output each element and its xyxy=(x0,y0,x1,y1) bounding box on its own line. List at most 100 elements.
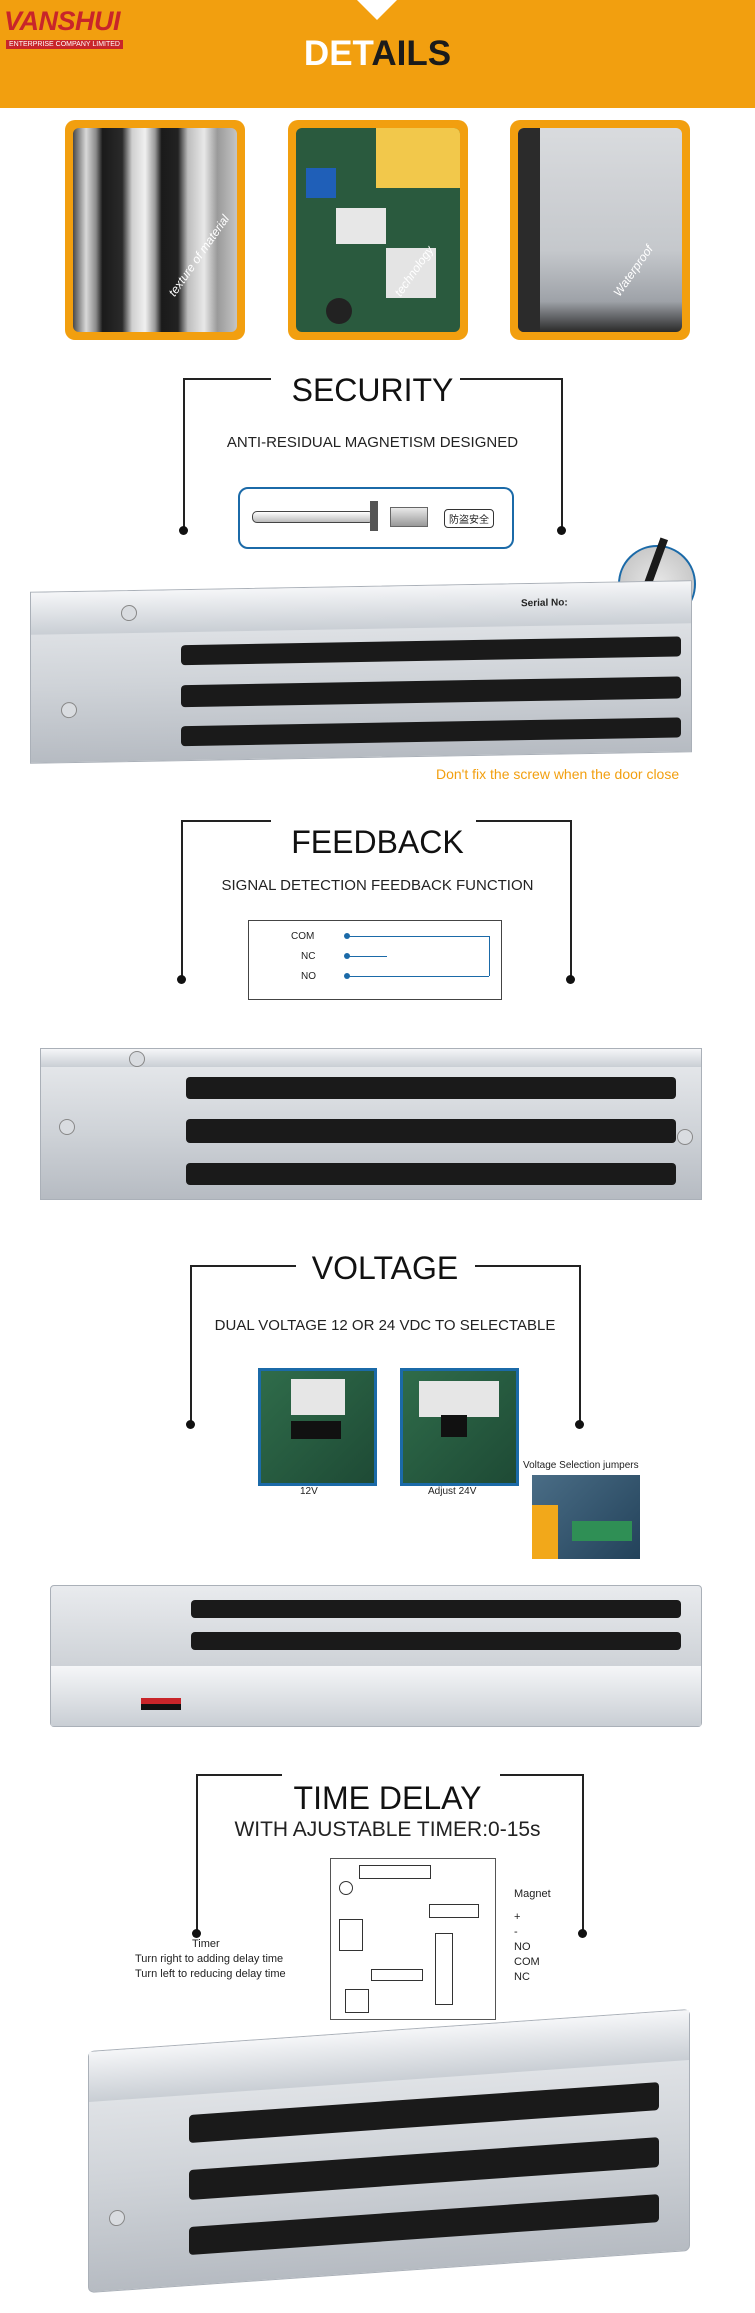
thumbnail-texture-image xyxy=(73,128,237,332)
voltage-magnet-bar-2 xyxy=(191,1632,681,1650)
thumbnail-technology-image xyxy=(296,128,460,332)
voltage-jumper-green-block xyxy=(572,1521,632,1541)
feedback-wiring-diagram: COM NC NO xyxy=(248,920,502,1000)
security-magnet-bar-3 xyxy=(181,717,681,747)
terminal-component xyxy=(386,248,436,298)
security-note: Don't fix the screw when the door close xyxy=(436,766,680,782)
timedelay-timer-left: Turn left to reducing delay time xyxy=(135,1968,286,1980)
brand-logo: VANSHUI ENTERPRISE COMPANY LIMITED xyxy=(4,6,144,54)
feedback-magnet-screw-top xyxy=(129,1051,145,1067)
voltage-jumper-board xyxy=(532,1475,640,1559)
timedelay-frame-right xyxy=(582,1774,584,1934)
voltage-label-24v: Adjust 24V xyxy=(428,1486,477,1497)
voltage-frame-top-right xyxy=(475,1265,581,1267)
header-notch xyxy=(357,0,397,20)
voltage-frame-top-left xyxy=(190,1265,296,1267)
timedelay-output-terminal xyxy=(435,1933,453,2005)
timedelay-relay xyxy=(339,1919,363,1951)
feedback-magnet-top-face xyxy=(41,1049,701,1067)
feedback-wire-no xyxy=(347,976,489,977)
timedelay-timer-label: Timer xyxy=(192,1938,220,1950)
security-title: SECURITY xyxy=(291,372,454,408)
thumbnail-technology: technology xyxy=(288,120,468,340)
voltage-12v-jumper xyxy=(291,1421,341,1439)
feedback-magnet-bar-2 xyxy=(186,1119,676,1143)
timedelay-title: TIME DELAY xyxy=(293,1780,482,1816)
thumbnail-waterproof: Waterproof xyxy=(510,120,690,340)
feedback-magnet-screw-right xyxy=(677,1129,693,1145)
timedelay-magnet-bar-3 xyxy=(189,2194,659,2255)
waterproof-edge xyxy=(518,128,540,332)
feedback-magnet-bar-3 xyxy=(186,1163,676,1185)
feedback-node-nc xyxy=(344,953,350,959)
security-bolt-shaft xyxy=(252,511,374,523)
feedback-node-com xyxy=(344,933,350,939)
voltage-frame-left xyxy=(190,1265,192,1425)
timedelay-terminal-no: NO xyxy=(514,1941,531,1953)
voltage-frame-right xyxy=(579,1265,581,1425)
details-title-part1: DET xyxy=(303,34,372,73)
timedelay-magnet-label: Magnet xyxy=(514,1888,551,1900)
timedelay-terminal-nc: NC xyxy=(514,1971,530,1983)
capacitor-component xyxy=(306,168,336,198)
details-title: DETAILS xyxy=(0,34,755,74)
timedelay-frame-left xyxy=(196,1774,198,1934)
feedback-subtitle: SIGNAL DETECTION FEEDBACK FUNCTION xyxy=(221,877,534,894)
voltage-frame-dot-right xyxy=(575,1420,584,1429)
feedback-title: FEEDBACK xyxy=(291,824,464,860)
security-frame-top-right xyxy=(460,378,563,380)
feedback-frame-dot-left xyxy=(177,975,186,984)
security-frame-dot-left xyxy=(179,526,188,535)
timedelay-magnet-lock xyxy=(88,2008,690,2294)
details-title-part2: AILS xyxy=(371,34,452,73)
feedback-frame-top-right xyxy=(476,820,572,822)
relay-component xyxy=(376,128,460,188)
security-frame-top-left xyxy=(183,378,271,380)
security-frame-right xyxy=(561,378,563,530)
timedelay-timer-right: Turn right to adding delay time xyxy=(135,1953,284,1965)
security-bolt-sleeve xyxy=(390,507,428,527)
voltage-subtitle: DUAL VOLTAGE 12 OR 24 VDC TO SELECTABLE xyxy=(214,1317,556,1334)
feedback-terminal-nc: NC xyxy=(301,951,316,962)
security-subtitle: ANTI-RESIDUAL MAGNETISM DESIGNED xyxy=(226,434,519,451)
voltage-24v-connector xyxy=(419,1381,499,1417)
thumbnail-texture: texture of material xyxy=(65,120,245,340)
voltage-title: VOLTAGE xyxy=(311,1250,459,1286)
timedelay-frame-dot-left xyxy=(192,1929,201,1938)
feedback-frame-right xyxy=(570,820,572,980)
voltage-magnet-wire-red xyxy=(141,1698,181,1704)
logo-name: VANSHUI xyxy=(4,6,121,36)
security-bolt-callout: 防盗安全 xyxy=(238,487,514,549)
feedback-magnet-screw-left xyxy=(59,1119,75,1135)
timedelay-terminal-minus: - xyxy=(514,1926,518,1938)
timedelay-frame-dot-right xyxy=(578,1929,587,1938)
timedelay-magnet-terminal xyxy=(429,1904,479,1918)
timedelay-subtitle: WITH AJUSTABLE TIMER:0-15s xyxy=(234,1818,541,1841)
logo-subtitle: ENTERPRISE COMPANY LIMITED xyxy=(6,40,123,49)
voltage-jumper-label: Voltage Selection jumpers xyxy=(523,1460,639,1471)
capacitor-round-component xyxy=(326,298,352,324)
feedback-frame-dot-right xyxy=(566,975,575,984)
timedelay-frame-top-left xyxy=(196,1774,282,1776)
voltage-magnet-bar-1 xyxy=(191,1600,681,1618)
security-badge: 防盗安全 xyxy=(444,509,494,528)
timedelay-potentiometer-icon xyxy=(345,1989,369,2013)
security-magnet-lock: Serial No: xyxy=(30,580,692,764)
security-bolt-head xyxy=(370,501,378,531)
security-magnet-bar-1 xyxy=(181,636,681,666)
voltage-jumper-terminal xyxy=(532,1505,558,1559)
timedelay-terminal-plus: + xyxy=(514,1911,521,1923)
feedback-wire-com xyxy=(347,936,489,937)
thumbnail-waterproof-image xyxy=(518,128,682,332)
security-magnet-bar-2 xyxy=(181,676,681,708)
timedelay-resistor-bank xyxy=(371,1969,423,1981)
feedback-terminal-no: NO xyxy=(301,971,316,982)
timedelay-magnet-bar-2 xyxy=(189,2137,659,2200)
connector-component xyxy=(336,208,386,244)
feedback-wire-return xyxy=(489,936,490,976)
timedelay-magnet-bar-1 xyxy=(189,2082,659,2143)
timedelay-magnet-screw xyxy=(109,2209,125,2227)
security-serial-label: Serial No: xyxy=(521,597,568,610)
voltage-label-12v: 12V xyxy=(300,1486,318,1497)
timedelay-terminal-list: + - NO COM NC xyxy=(514,1910,540,1985)
